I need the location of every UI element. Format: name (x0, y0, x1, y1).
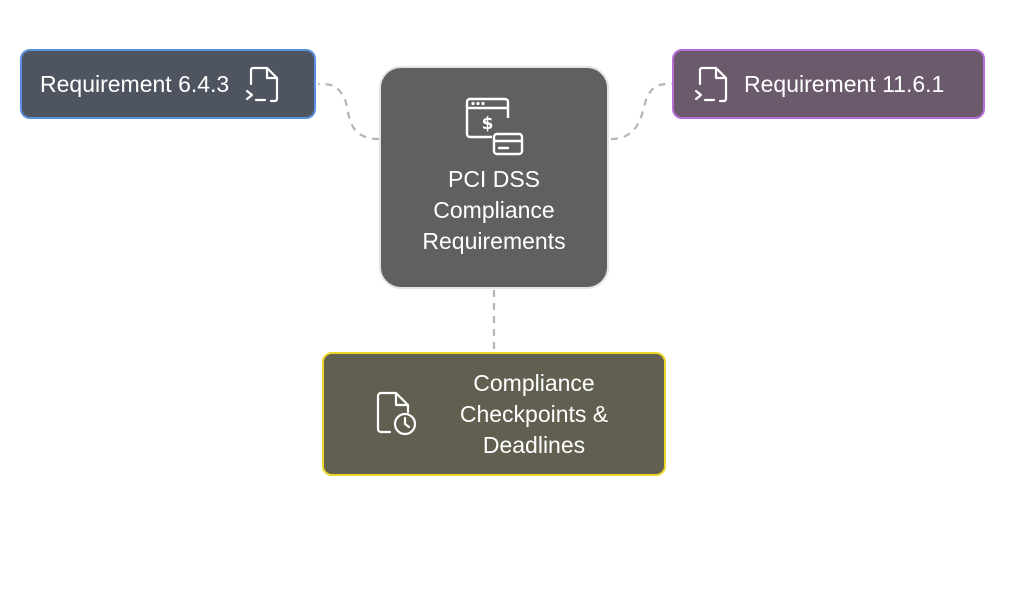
svg-text:$: $ (482, 114, 494, 134)
node-compliance-checkpoints-label: Compliance Checkpoints & Deadlines (459, 369, 609, 458)
file-terminal-icon (243, 64, 283, 104)
node-requirement-6-4-3-label: Requirement 6.4.3 (40, 70, 230, 97)
node-requirement-11-6-1-label: Requirement 11.6.1 (744, 70, 945, 97)
file-clock-icon (376, 390, 420, 438)
node-requirement-11-6-1[interactable]: Requirement 11.6.1 (672, 49, 985, 119)
node-compliance-checkpoints[interactable]: Compliance Checkpoints & Deadlines (322, 352, 666, 476)
node-pci-dss-compliance-label: PCI DSS Compliance Requirements (422, 166, 566, 254)
node-requirement-6-4-3[interactable]: Requirement 6.4.3 (20, 49, 316, 119)
file-terminal-icon (692, 64, 732, 104)
node-pci-dss-compliance[interactable]: $ PCI DSS Compliance Requirements (379, 66, 609, 289)
connector-center-right (610, 82, 673, 141)
connector-center-left (317, 82, 380, 141)
payment-browser-card-icon: $ (462, 94, 526, 158)
